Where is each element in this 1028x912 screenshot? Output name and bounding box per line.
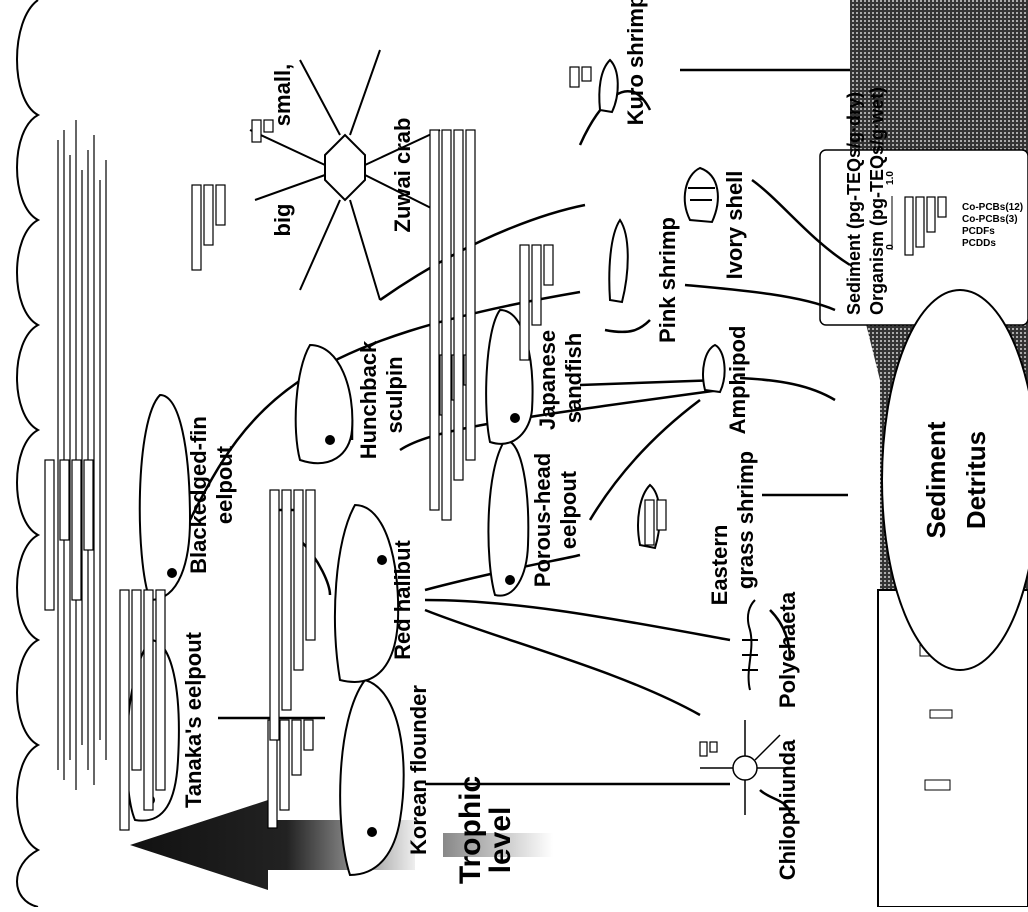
hunchback-sculpin-icon <box>296 345 353 463</box>
legend-item-2: PCDFs <box>962 226 995 237</box>
legend-item-3: PCDDs <box>962 238 996 249</box>
legend-item-1: Co-PCBs(3) <box>962 214 1018 225</box>
label-amphipod: Amphipod <box>725 326 750 435</box>
label-ivory: Ivory shell <box>722 171 747 280</box>
label-red-halibut: Red halibut <box>390 539 415 659</box>
porous-head-eelpout-icon <box>488 440 528 596</box>
label-hunchback: Hunchback <box>356 340 381 459</box>
label-small: small, <box>270 64 295 126</box>
legend-line2: Organism (pg-TEQs/g·wet) <box>867 87 887 315</box>
legend-scale-0: 0 <box>885 244 896 250</box>
label-trophic: Trophic <box>454 776 487 884</box>
label-sediment: Sediment <box>921 421 951 538</box>
sea-surface <box>17 0 38 907</box>
label-zuwai: Zuwai crab <box>390 118 415 233</box>
label-detritus: Detritus <box>961 431 991 529</box>
legend-scale-1: 1.0 <box>885 171 896 185</box>
legend-item-0: Co-PCBs(12) <box>962 202 1023 213</box>
label-level: level <box>484 807 517 874</box>
amphipod-icon <box>703 345 725 392</box>
red-halibut-icon <box>335 505 398 682</box>
blackedged-eelpout-icon <box>140 395 190 600</box>
label-pink-shrimp: Pink shrimp <box>655 217 680 343</box>
sediment-ellipse <box>882 290 1028 670</box>
polychaete-icon <box>742 600 758 690</box>
label-kuro: Kuro shrimp <box>623 0 648 125</box>
label-sandfish2: sandfish <box>561 333 586 423</box>
ivory-shell-icon <box>685 168 718 222</box>
legend-line1: Sediment (pg-TEQs/g·dry) <box>844 92 864 315</box>
label-tanaka: Tanaka's eelpout <box>181 631 206 808</box>
label-eastern: Eastern <box>707 525 732 606</box>
water-lines <box>58 120 106 790</box>
label-big: big <box>270 204 295 237</box>
pink-shrimp-icon <box>609 220 627 302</box>
label-polychaeta: Polychaeta <box>775 591 800 708</box>
label-blackedged: Blackedged-fin <box>186 416 211 574</box>
label-porous2: eelpout <box>556 470 581 549</box>
label-hunchback2: sculpin <box>382 356 407 433</box>
label-korean: Korean flounder <box>406 685 431 855</box>
label-blackedged2: eelpout <box>212 445 237 524</box>
label-sandfish: Japanese <box>535 330 560 430</box>
label-chilophiunda: Chilophiunda <box>775 739 800 880</box>
label-porous: Porous-head <box>530 453 555 587</box>
korean-flounder-icon <box>340 660 404 875</box>
kuro-shrimp-icon <box>599 60 617 112</box>
label-eastern2: grass shrimp <box>733 451 758 589</box>
